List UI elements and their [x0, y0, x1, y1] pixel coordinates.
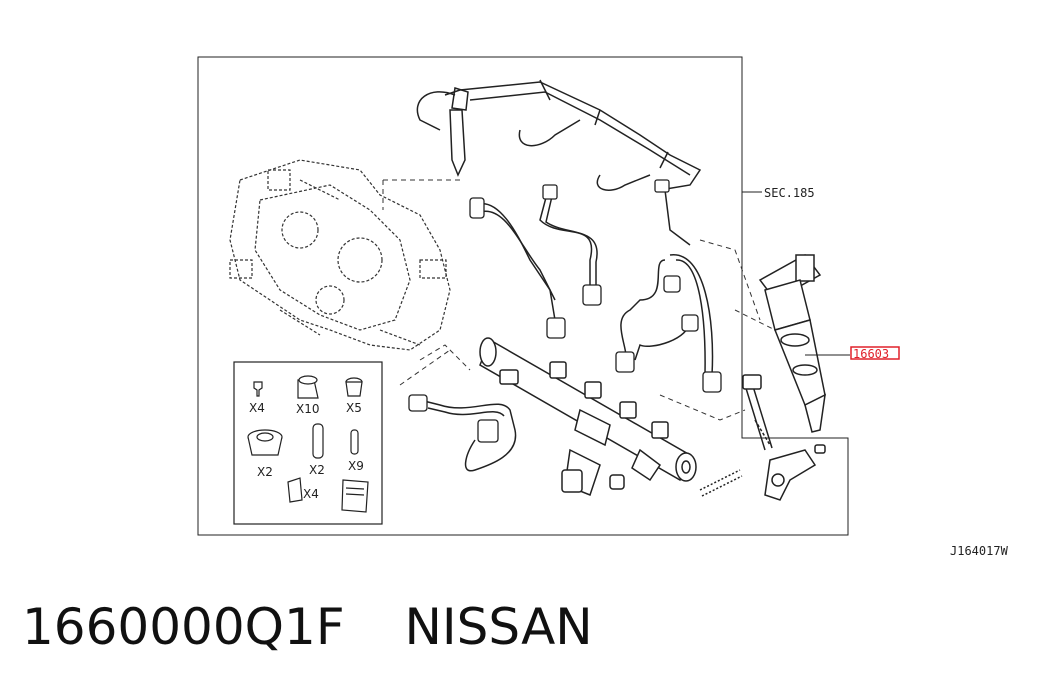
- pipe-nuts: [408, 179, 722, 443]
- kit-label-c: X5: [346, 401, 362, 415]
- brand-name: NISSAN: [404, 598, 593, 656]
- kit-label-f: X9: [348, 459, 364, 473]
- kit-label-b: X10: [296, 402, 320, 416]
- kit-label-a: X4: [249, 401, 265, 415]
- return-hose-illustration: [416, 79, 702, 246]
- kit-inset: X4 X10 X5 X2 X2 X9 X4: [233, 361, 383, 525]
- diagram-frame: [197, 56, 849, 536]
- fuel-pump-illustration: [229, 159, 451, 351]
- sec-label: SEC.185: [764, 186, 815, 200]
- fuel-rail-illustration: [479, 337, 697, 496]
- part-number: 1660000Q1F: [22, 598, 345, 656]
- part-caption: 1660000Q1F NISSAN: [22, 598, 593, 656]
- leader-lines: [382, 179, 776, 421]
- kit-label-e: X2: [309, 463, 325, 477]
- kit-label-g: X4: [303, 487, 319, 501]
- image-code: J164017W: [950, 544, 1009, 558]
- injector-illustration: [699, 254, 826, 501]
- kit-label-d: X2: [257, 465, 273, 479]
- part-callout-box[interactable]: [850, 346, 900, 360]
- part-callout-label[interactable]: 16603: [853, 347, 889, 361]
